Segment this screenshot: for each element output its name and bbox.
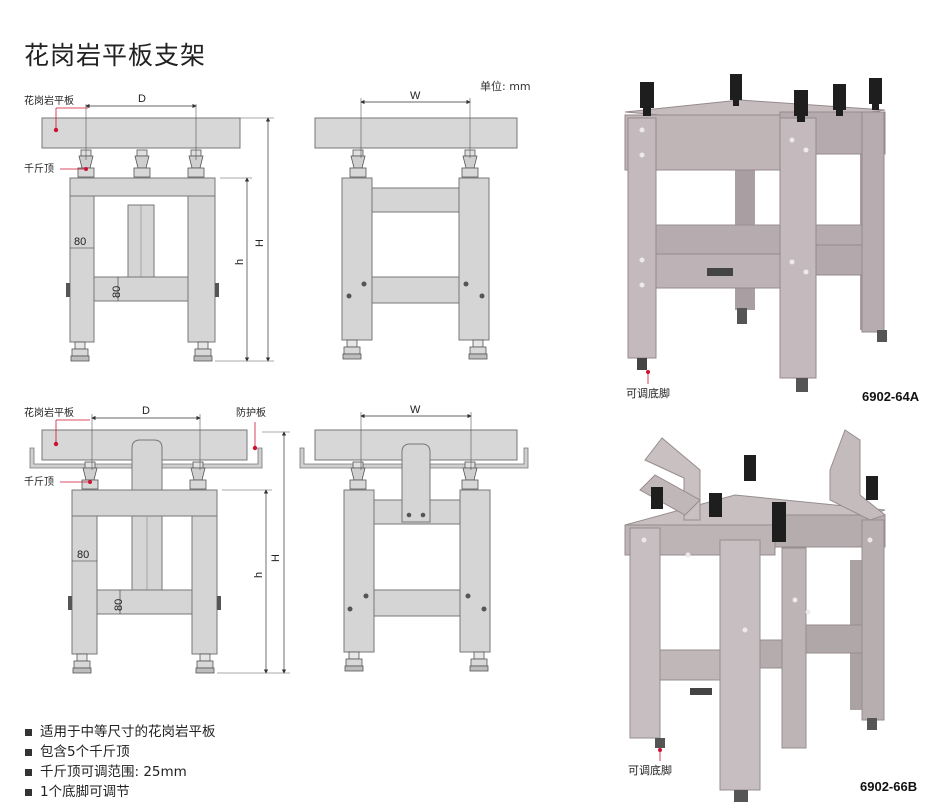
unit-label: 单位: mm bbox=[480, 80, 531, 93]
side-view-top bbox=[314, 98, 518, 360]
front-view-bottom bbox=[29, 414, 290, 674]
model-64a: 6902-64A bbox=[862, 389, 920, 404]
feature-item: 千斤顶可调范围: 25mm bbox=[24, 762, 216, 782]
dim-80-h-bottom: 80 bbox=[77, 549, 89, 561]
foot-label-64a: 可调底脚 bbox=[626, 387, 670, 400]
feature-item: 包含5个千斤顶 bbox=[24, 742, 216, 762]
granite-plate bbox=[41, 117, 241, 149]
photo-stand-64a bbox=[624, 74, 887, 392]
dim-80-h-top: 80 bbox=[74, 236, 86, 248]
dim-h-small-bottom: h bbox=[253, 572, 265, 578]
dim-h-bottom: H bbox=[270, 554, 282, 562]
dim-d-top: D bbox=[138, 93, 146, 105]
dim-h-top: H bbox=[254, 239, 266, 247]
dim-d-bottom: D bbox=[142, 405, 150, 417]
dim-h-small-top: h bbox=[234, 259, 246, 265]
guard-label-bottom: 防护板 bbox=[236, 406, 266, 419]
dim-w-bottom: W bbox=[410, 404, 421, 416]
foot-label-66b: 可调底脚 bbox=[628, 764, 672, 777]
granite-label-top: 花岗岩平板 bbox=[24, 94, 74, 107]
jack-label-bottom: 千斤顶 bbox=[24, 476, 54, 488]
jack-label-top: 千斤顶 bbox=[24, 163, 54, 175]
dim-80-v-top: 80 bbox=[111, 286, 123, 298]
granite-label-bottom: 花岗岩平板 bbox=[24, 406, 74, 419]
model-66b: 6902-66B bbox=[860, 779, 918, 794]
feature-item: 适用于中等尺寸的花岗岩平板 bbox=[24, 722, 216, 742]
front-view-top bbox=[41, 103, 274, 362]
dim-w-top: W bbox=[410, 90, 421, 102]
photo-stand-66b bbox=[624, 429, 887, 802]
side-view-bottom bbox=[299, 412, 529, 672]
feature-item: 1个底脚可调节 bbox=[24, 782, 216, 802]
feature-list: 适用于中等尺寸的花岗岩平板 包含5个千斤顶 千斤顶可调范围: 25mm 1个底脚… bbox=[24, 722, 216, 802]
dim-80-v-bottom: 80 bbox=[113, 599, 125, 611]
page-title: 花岗岩平板支架 bbox=[24, 41, 207, 70]
